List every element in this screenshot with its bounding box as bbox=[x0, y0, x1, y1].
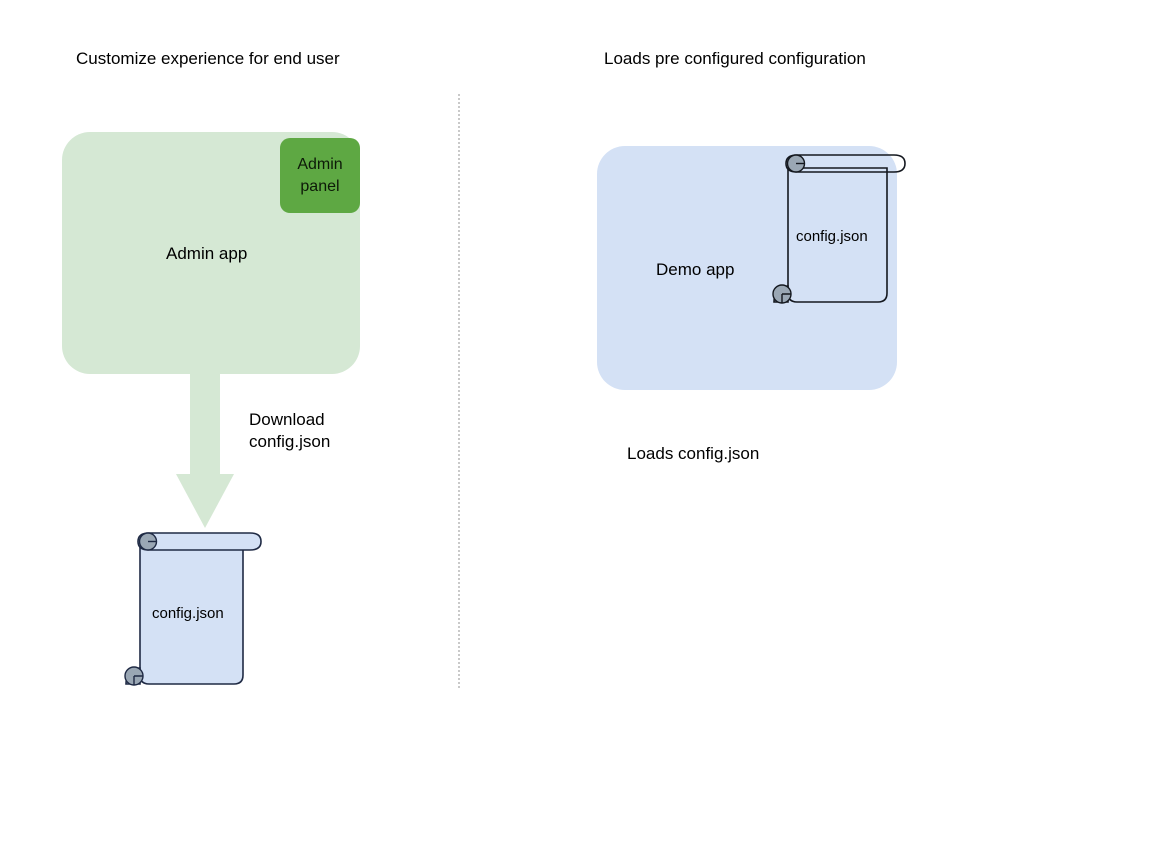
admin-panel-badge[interactable]: Admin panel bbox=[280, 138, 360, 213]
admin-panel-badge-line2: panel bbox=[300, 177, 340, 195]
loads-config-caption: Loads config.json bbox=[627, 444, 760, 463]
admin-panel-badge-line1: Admin bbox=[297, 155, 343, 173]
config-json-label-left: config.json bbox=[152, 605, 224, 622]
download-arrow-label-line2: config.json bbox=[249, 432, 331, 451]
config-json-label-right: config.json bbox=[796, 228, 868, 245]
left-section-title: Customize experience for end user bbox=[76, 49, 340, 68]
demo-app-box[interactable] bbox=[597, 146, 897, 390]
download-arrow-label-line1: Download bbox=[249, 410, 325, 429]
admin-app-label: Admin app bbox=[166, 244, 248, 263]
demo-app-label: Demo app bbox=[656, 260, 735, 279]
vertical-dotted-divider bbox=[458, 94, 460, 688]
config-json-document-left[interactable] bbox=[118, 528, 268, 690]
download-arrow-icon bbox=[176, 370, 234, 528]
right-section-title: Loads pre configured configuration bbox=[604, 49, 866, 68]
download-arrow-label: Download config.json bbox=[249, 409, 330, 453]
config-json-document-right[interactable] bbox=[766, 150, 912, 308]
